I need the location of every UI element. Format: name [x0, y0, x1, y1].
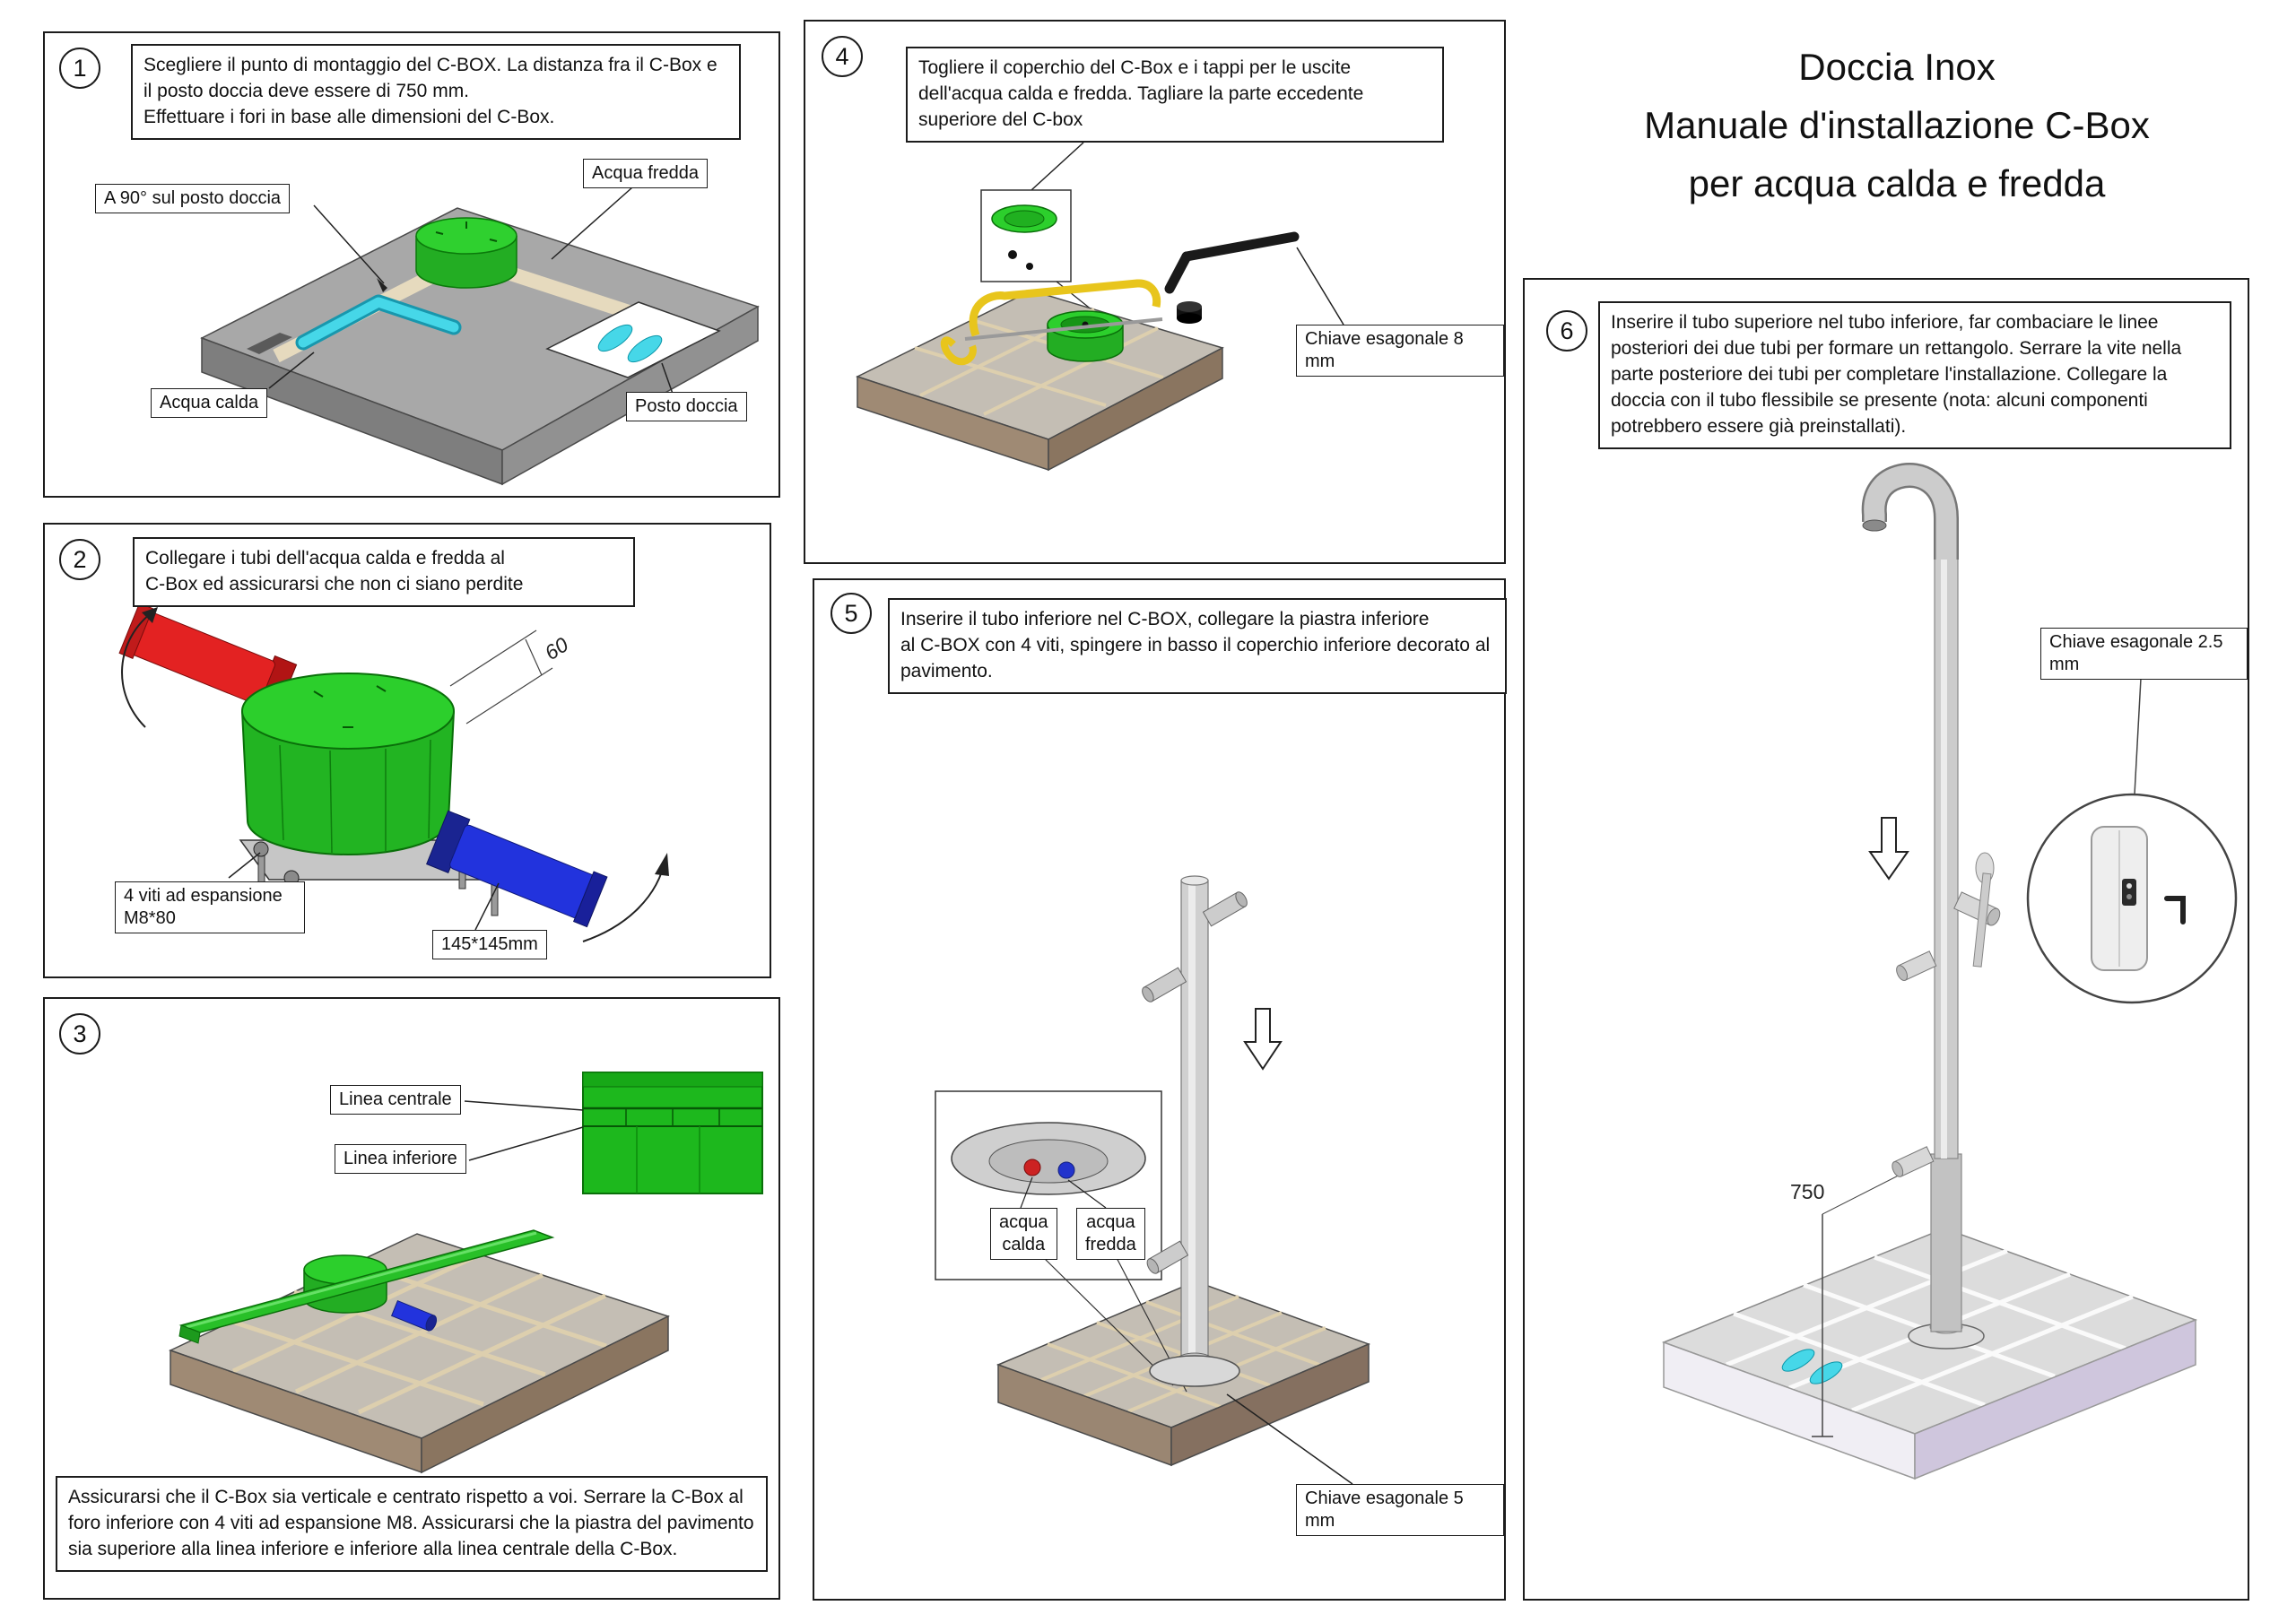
title-line-2: Manuale d'installazione C-Box — [1644, 104, 2150, 147]
label-cold-water: Acqua fredda — [583, 159, 708, 188]
step5-instruction: Inserire il tubo inferiore nel C-BOX, co… — [888, 598, 1507, 694]
step2-illustration: 60 — [118, 603, 669, 942]
leader-to-base — [1226, 1393, 1353, 1485]
step6-panel: 750 — [1523, 278, 2249, 1601]
base-plate — [1149, 1352, 1240, 1387]
title-line-3: per acqua calda e fredda — [1688, 162, 2106, 205]
allen-key-small-icon — [2164, 896, 2186, 924]
label-hex-key-8: Chiave esagonale 8 mm — [1296, 325, 1504, 377]
step4-instruction: Togliere il coperchio del C-Box e i tapp… — [906, 47, 1444, 143]
leader-lines — [464, 1100, 584, 1161]
down-arrow-icon — [1868, 817, 1909, 881]
label-hot-water: Acqua calda — [151, 388, 268, 418]
leader-lines — [268, 187, 674, 395]
step2-number: 2 — [59, 539, 100, 580]
tiled-platform — [169, 1233, 670, 1474]
step3-illustration — [169, 1072, 763, 1474]
label-lower-line: Linea inferiore — [335, 1144, 466, 1174]
manual-title: Doccia Inox Manuale d'installazione C-Bo… — [1525, 38, 2269, 213]
down-arrow-icon — [1243, 1008, 1283, 1071]
magnifier-detail — [2026, 661, 2238, 1004]
c-box-line-detail — [582, 1072, 763, 1194]
rubber-plug — [1177, 301, 1202, 324]
leader-to-key — [1296, 247, 1344, 325]
tiled-platform — [996, 1280, 1371, 1467]
step4-illustration — [856, 142, 1344, 472]
dim-60-text: 60 — [541, 632, 573, 664]
leader-lines — [228, 852, 500, 931]
lower-tube — [1180, 875, 1209, 1375]
step4-number: 4 — [822, 36, 863, 77]
c-box — [415, 217, 517, 289]
dimension-60: 60 — [449, 629, 573, 725]
label-shower-spot: Posto doccia — [626, 392, 747, 421]
step5-illustration — [935, 875, 1371, 1485]
step2-panel: 60 2 Collegare i tubi dell'acqua calda e… — [43, 523, 771, 978]
allen-key-icon — [1164, 231, 1300, 294]
dimension-750: 750 — [1790, 1159, 1929, 1437]
cap-detail-frame — [980, 189, 1072, 282]
step5-number-text: 5 — [844, 599, 858, 627]
shower-column — [1861, 463, 1985, 1350]
step5-panel: 5 Inserire il tubo inferiore nel C-BOX, … — [813, 578, 1507, 1601]
cold-stub-pipe — [390, 1300, 438, 1332]
step4-number-text: 4 — [835, 42, 849, 70]
label-plate-size: 145*145mm — [432, 930, 547, 959]
step1-instruction: Scegliere il punto di montaggio del C-BO… — [131, 44, 741, 140]
step6-number-text: 6 — [1560, 317, 1574, 344]
shower-spot-feet — [545, 301, 721, 378]
label-cold-water-small: acqua fredda — [1076, 1208, 1145, 1260]
label-hex-key-2-5: Chiave esagonale 2.5 mm — [2040, 628, 2248, 680]
c-box-drum — [241, 673, 455, 855]
label-hex-key-5: Chiave esagonale 5 mm — [1296, 1484, 1504, 1536]
cold-pipe-blue — [426, 810, 608, 928]
label-angle-90: A 90° sul posto doccia — [95, 184, 291, 213]
step3-number-text: 3 — [73, 1020, 87, 1047]
dim-750-text: 750 — [1790, 1180, 1824, 1203]
step1-number: 1 — [59, 48, 100, 89]
level-beam — [178, 1229, 555, 1344]
step4-panel: 4 Togliere il coperchio del C-Box e i ta… — [804, 20, 1506, 564]
cold-connection-dot — [1057, 1161, 1075, 1179]
step1-number-text: 1 — [73, 54, 87, 82]
step3-number: 3 — [59, 1013, 100, 1055]
label-expansion-screws: 4 viti ad espansione M8*80 — [115, 881, 305, 933]
hand-shower — [1972, 852, 1995, 968]
tube-outlet-stubs — [1142, 891, 1248, 1274]
step2-number-text: 2 — [73, 545, 87, 573]
step3-panel: 3 Linea centrale Linea inferiore Assicur… — [43, 997, 780, 1600]
feet-marks — [1781, 1349, 1843, 1384]
c-box-cut — [1047, 310, 1124, 362]
title-line-1: Doccia Inox — [1798, 46, 1996, 88]
hacksaw — [940, 279, 1163, 366]
step1-panel: 1 Scegliere il punto di montaggio del C-… — [43, 31, 780, 498]
step6-number: 6 — [1546, 310, 1587, 352]
step6-instruction: Inserire il tubo superiore nel tubo infe… — [1598, 301, 2231, 449]
rotation-arrows — [121, 607, 669, 942]
step2-instruction: Collegare i tubi dell'acqua calda e fred… — [133, 537, 635, 607]
step5-number: 5 — [831, 593, 872, 634]
step3-instruction: Assicurarsi che il C-Box sia verticale e… — [56, 1476, 768, 1572]
tiled-platform — [856, 290, 1224, 472]
leader-to-detail — [1031, 142, 1084, 191]
water-pipe-cyan — [295, 294, 462, 351]
step6-illustration: 750 — [1661, 463, 2238, 1480]
tiled-platform — [1661, 1228, 2198, 1480]
label-center-line: Linea centrale — [330, 1085, 461, 1115]
hot-connection-dot — [1023, 1159, 1041, 1176]
label-hot-water-small: acqua calda — [990, 1208, 1057, 1260]
